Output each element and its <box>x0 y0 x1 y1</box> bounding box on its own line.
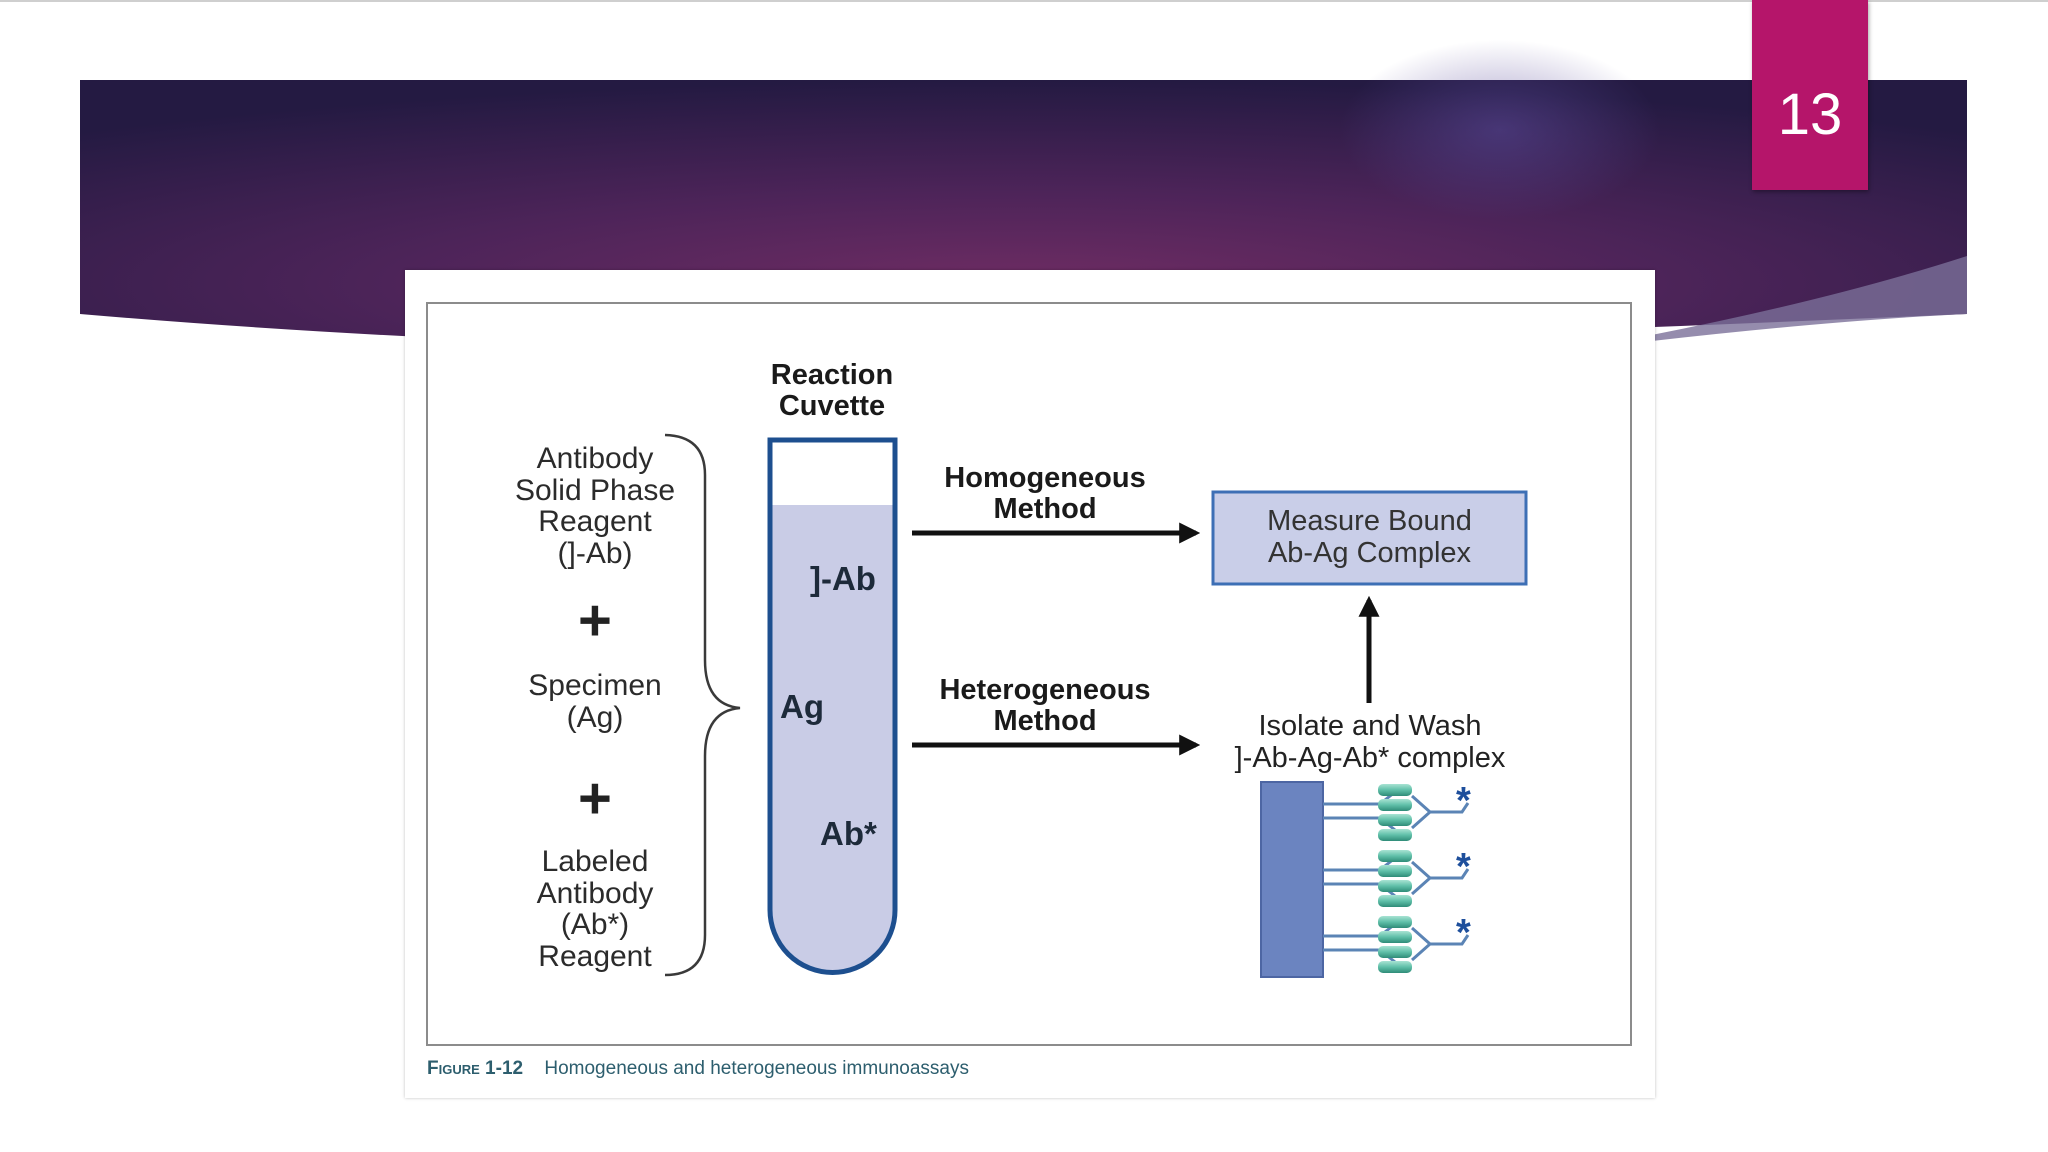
label-star-1: * <box>1456 780 1471 822</box>
antibody-reagent-label: Antibody Solid Phase Reagent (]-Ab) <box>514 442 676 570</box>
plus-sign-1: + <box>578 588 612 653</box>
reagent-brace <box>664 433 741 977</box>
label-star-3: * <box>1456 912 1471 954</box>
figure-caption: Figure 1-12 Homogeneous and heterogeneou… <box>427 1058 969 1080</box>
complex-1 <box>1323 784 1470 841</box>
figure-frame <box>426 302 1632 1046</box>
complex-2 <box>1323 850 1470 907</box>
figure-card <box>405 270 1655 1098</box>
homogeneous-method-label: Homogeneous Method <box>944 462 1146 526</box>
specimen-label: Specimen (Ag) <box>528 669 662 734</box>
page-number-tab: 13 <box>1752 0 1868 190</box>
plus-sign-2: + <box>578 766 612 831</box>
cuvette-solid-phase-ab: ]-Ab <box>810 560 876 597</box>
labeled-antibody-label: Labeled Antibody (Ab*) Reagent <box>536 845 654 973</box>
top-rule <box>0 0 2048 2</box>
label-star-2: * <box>1456 846 1471 888</box>
reaction-cuvette <box>767 437 898 975</box>
measure-box <box>1211 490 1528 586</box>
bound-complex-illustration <box>1260 781 1470 978</box>
cuvette-title: Reaction Cuvette <box>770 359 894 423</box>
solid-phase <box>1260 781 1324 978</box>
cuvette-labeled-ab: Ab* <box>820 815 877 852</box>
cuvette-antigen: Ag <box>780 688 824 725</box>
figure-caption-label: Figure 1-12 <box>427 1058 524 1079</box>
heterogeneous-method-label: Heterogeneous Method <box>939 674 1151 738</box>
isolate-wash-label: Isolate and Wash ]-Ab-Ag-Ab* complex <box>1234 710 1506 774</box>
measure-box-text: Measure Bound Ab-Ag Complex <box>1267 505 1472 570</box>
figure-caption-text: Homogeneous and heterogeneous immunoassa… <box>544 1058 969 1079</box>
page-number: 13 <box>1777 82 1843 147</box>
complex-3 <box>1323 916 1470 973</box>
